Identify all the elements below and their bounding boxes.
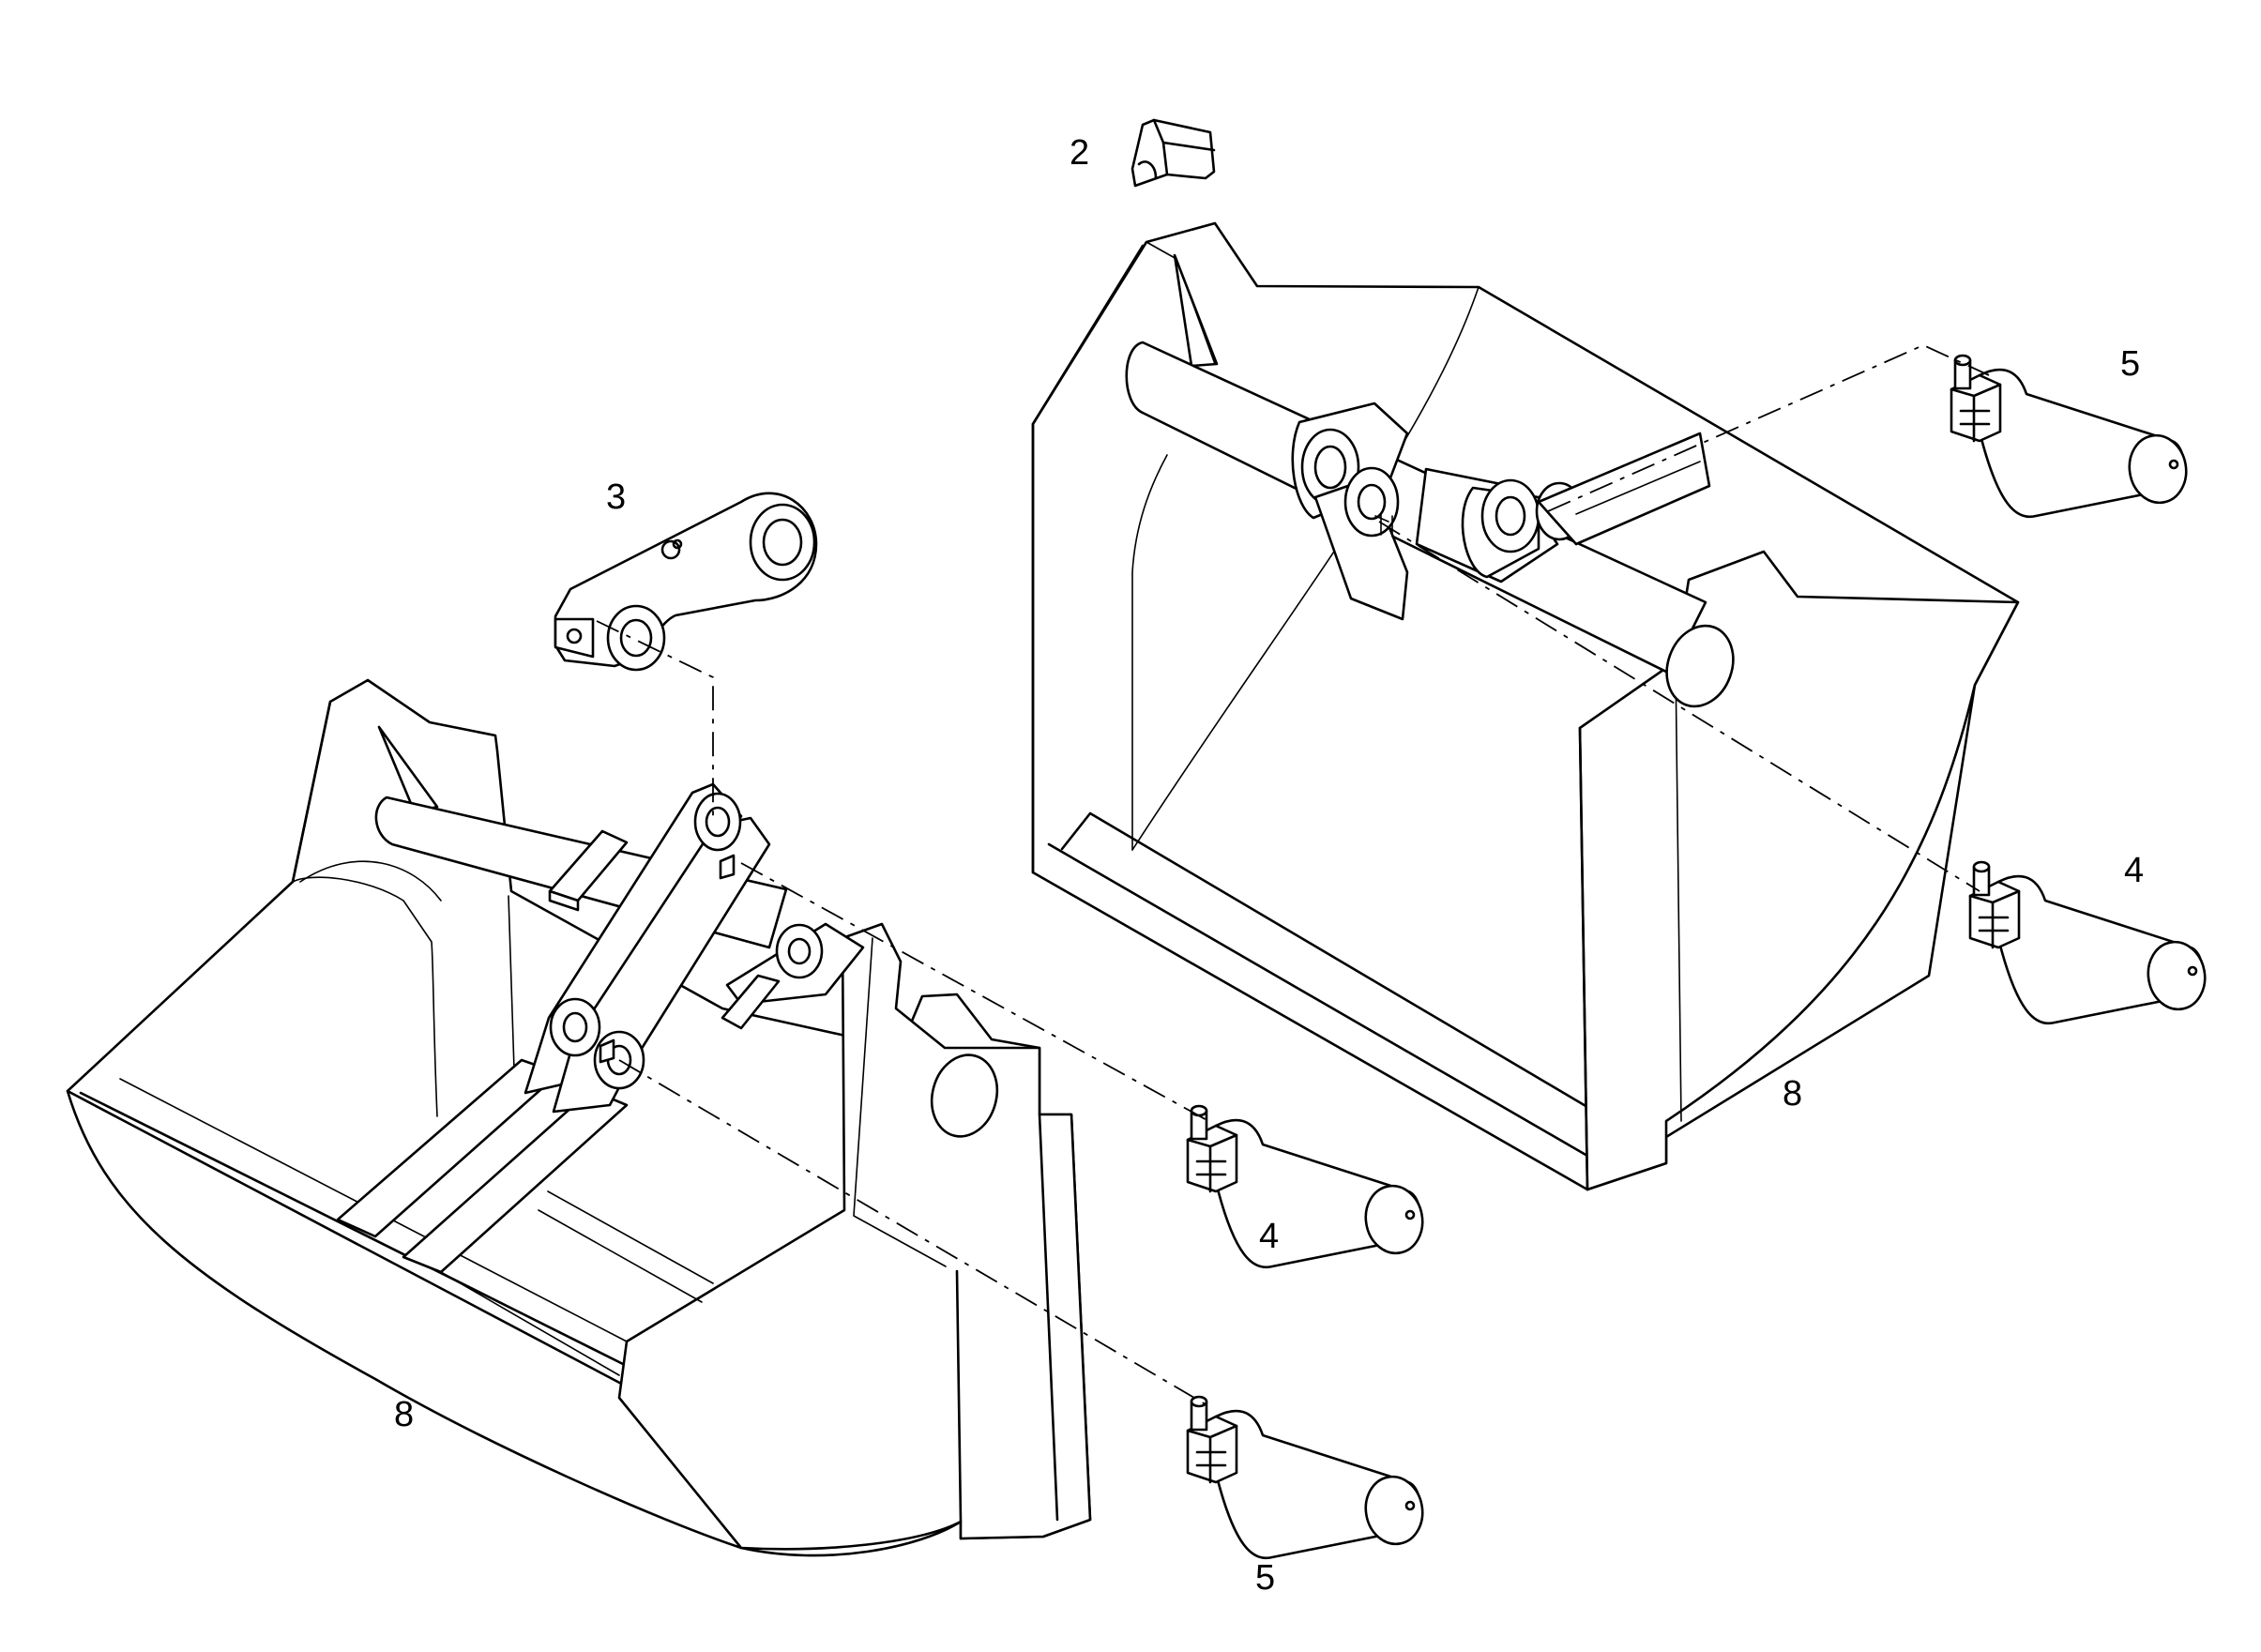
part-3-link <box>554 492 818 672</box>
part-5-pin-left <box>1186 1395 1424 1560</box>
callout-part-8-left: 8 <box>394 1395 414 1434</box>
callout-part-4-right: 4 <box>2124 851 2144 890</box>
assembly-center-lines <box>596 344 1990 1408</box>
part-2-block <box>1130 118 1216 188</box>
part-4-pin-right <box>1968 860 2207 1025</box>
callout-part-4-left: 4 <box>1259 1217 1279 1256</box>
callout-part-8-right: 8 <box>1783 1074 1802 1114</box>
callout-part-5-left: 5 <box>1255 1558 1275 1598</box>
callout-part-5-right: 5 <box>2120 344 2140 384</box>
callout-labels: 2 3 5 4 8 4 8 5 <box>394 133 2144 1598</box>
part-4-pin-left <box>1186 1104 1424 1269</box>
callout-part-3: 3 <box>606 477 626 517</box>
part-5-pin-top-right <box>1950 354 2188 519</box>
callout-part-2: 2 <box>1070 133 1089 173</box>
bucket-left <box>66 678 1092 1557</box>
bucket-right <box>1031 221 2020 1191</box>
